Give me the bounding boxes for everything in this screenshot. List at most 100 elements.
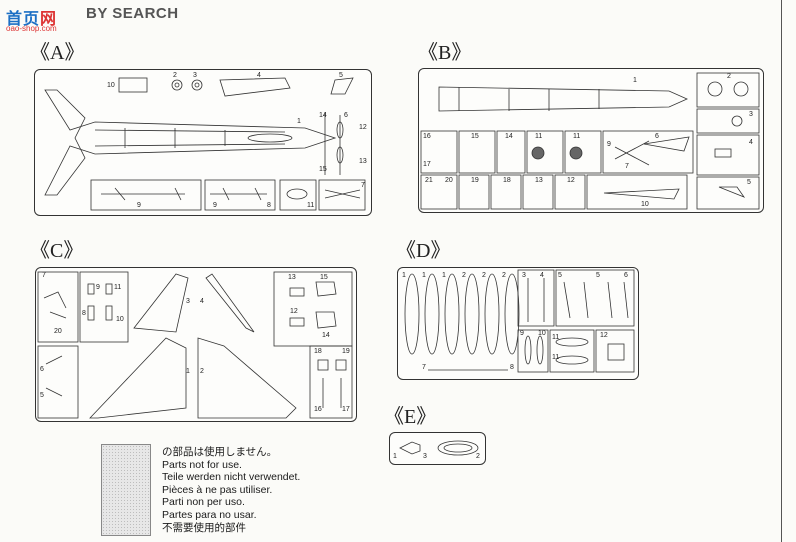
part-number: 3 [193, 72, 197, 79]
legend-line-it: Parti non per uso. [162, 496, 245, 509]
part-number: 13 [535, 177, 543, 184]
part-number: 5 [747, 179, 751, 186]
part-number: 5 [40, 392, 44, 399]
part-number: 18 [314, 348, 322, 355]
part-number: 14 [319, 112, 327, 119]
part-number: 20 [54, 328, 62, 335]
sprue-c: 7 9 11 8 10 20 3 4 13 15 12 14 6 5 1 2 1… [35, 267, 357, 422]
part-number: 13 [288, 274, 296, 281]
part-number: 19 [342, 348, 350, 355]
part-number: 15 [319, 166, 327, 173]
part-number: 19 [471, 177, 479, 184]
part-number: 11 [307, 202, 315, 209]
part-number: 7 [361, 182, 365, 189]
unused-parts-legend: の部品は使用しません。 Parts not for use. Teile wer… [162, 446, 300, 534]
part-number: 9 [96, 284, 100, 291]
legend-line-zh: 不需要使用的部件 [162, 521, 246, 534]
part-number: 8 [82, 310, 86, 317]
part-number: 11 [535, 133, 543, 140]
part-number: 7 [625, 163, 629, 170]
part-number: 6 [40, 366, 44, 373]
part-number: 1 [442, 272, 446, 279]
legend-line-fr: Pièces à ne pas utiliser. [162, 483, 273, 496]
part-number: 1 [393, 453, 397, 460]
part-number: 20 [445, 177, 453, 184]
part-number: 15 [320, 274, 328, 281]
legend-line-es: Partes para no usar. [162, 508, 257, 521]
part-number: 1 [422, 272, 426, 279]
sprue-e-parts-drawing [399, 440, 479, 456]
part-number: 1 [402, 272, 406, 279]
part-number: 4 [540, 272, 544, 279]
part-number: 2 [482, 272, 486, 279]
part-number: 1 [633, 77, 637, 84]
watermark-search-text: BY SEARCH [86, 5, 179, 22]
sprue-e: 1 3 2 [389, 432, 486, 465]
part-number: 10 [538, 330, 546, 337]
sprue-b: 1 2 3 4 16 17 15 14 11 11 9 6 7 21 20 19… [418, 68, 764, 213]
part-number: 6 [624, 272, 628, 279]
page-edge-rule [781, 0, 782, 542]
sprue-d: 1 1 1 2 2 2 3 4 5 5 6 7 8 9 10 11 11 12 [397, 267, 639, 380]
watermark-url: oao-shop.com [6, 24, 57, 33]
part-number: 7 [42, 272, 46, 279]
section-label-c: 《C》 [30, 240, 84, 262]
part-number: 9 [137, 202, 141, 209]
part-number: 17 [423, 161, 431, 168]
part-number: 2 [727, 73, 731, 80]
part-number: 11 [552, 354, 560, 361]
part-number: 2 [476, 453, 480, 460]
section-label-a: 《A》 [30, 42, 85, 64]
part-number: 2 [462, 272, 466, 279]
legend-line-de: Teile werden nicht verwendet. [162, 471, 301, 484]
section-label-b: 《B》 [418, 42, 472, 64]
part-number: 2 [502, 272, 506, 279]
part-number: 7 [422, 364, 426, 371]
watermark-logo: 首页网 [6, 11, 58, 28]
part-number: 13 [359, 158, 367, 165]
section-label-e: 《E》 [384, 406, 437, 428]
part-number: 3 [522, 272, 526, 279]
part-number: 3 [749, 111, 753, 118]
part-number: 4 [200, 298, 204, 305]
part-number: 4 [257, 72, 261, 79]
part-number: 9 [520, 330, 524, 337]
part-number: 18 [503, 177, 511, 184]
legend-line-ja: の部品は使用しません。 [162, 446, 278, 458]
part-number: 5 [596, 272, 600, 279]
part-number: 14 [505, 133, 513, 140]
part-number: 6 [344, 112, 348, 119]
part-number: 3 [186, 298, 190, 305]
part-number: 16 [423, 133, 431, 140]
sprue-d-parts-drawing [404, 269, 635, 373]
part-number: 2 [173, 72, 177, 79]
legend-line-en: Parts not for use. [162, 458, 242, 471]
part-number: 8 [510, 364, 514, 371]
part-number: 12 [567, 177, 575, 184]
part-number: 3 [423, 453, 427, 460]
part-number: 10 [641, 201, 649, 208]
part-number: 5 [339, 72, 343, 79]
sprue-c-parts-drawing [37, 271, 353, 419]
part-number: 12 [600, 332, 608, 339]
section-label-d: 《D》 [396, 240, 451, 262]
unused-parts-swatch [101, 444, 151, 536]
part-number: 6 [655, 133, 659, 140]
sprue-a-parts-drawing [44, 77, 366, 211]
sprue-a: 10 2 3 4 5 1 14 6 12 15 13 9 9 8 11 7 [34, 69, 372, 216]
part-number: 12 [290, 308, 298, 315]
part-number: 9 [607, 141, 611, 148]
part-number: 11 [552, 334, 560, 341]
part-number: 5 [558, 272, 562, 279]
part-number: 21 [425, 177, 433, 184]
part-number: 10 [116, 316, 124, 323]
part-number: 16 [314, 406, 322, 413]
part-number: 1 [186, 368, 190, 375]
part-number: 4 [749, 139, 753, 146]
part-number: 10 [107, 82, 115, 89]
part-number: 17 [342, 406, 350, 413]
sprue-b-parts-drawing [420, 72, 760, 210]
part-number: 12 [359, 124, 367, 131]
part-number: 11 [114, 284, 122, 291]
part-number: 8 [267, 202, 271, 209]
